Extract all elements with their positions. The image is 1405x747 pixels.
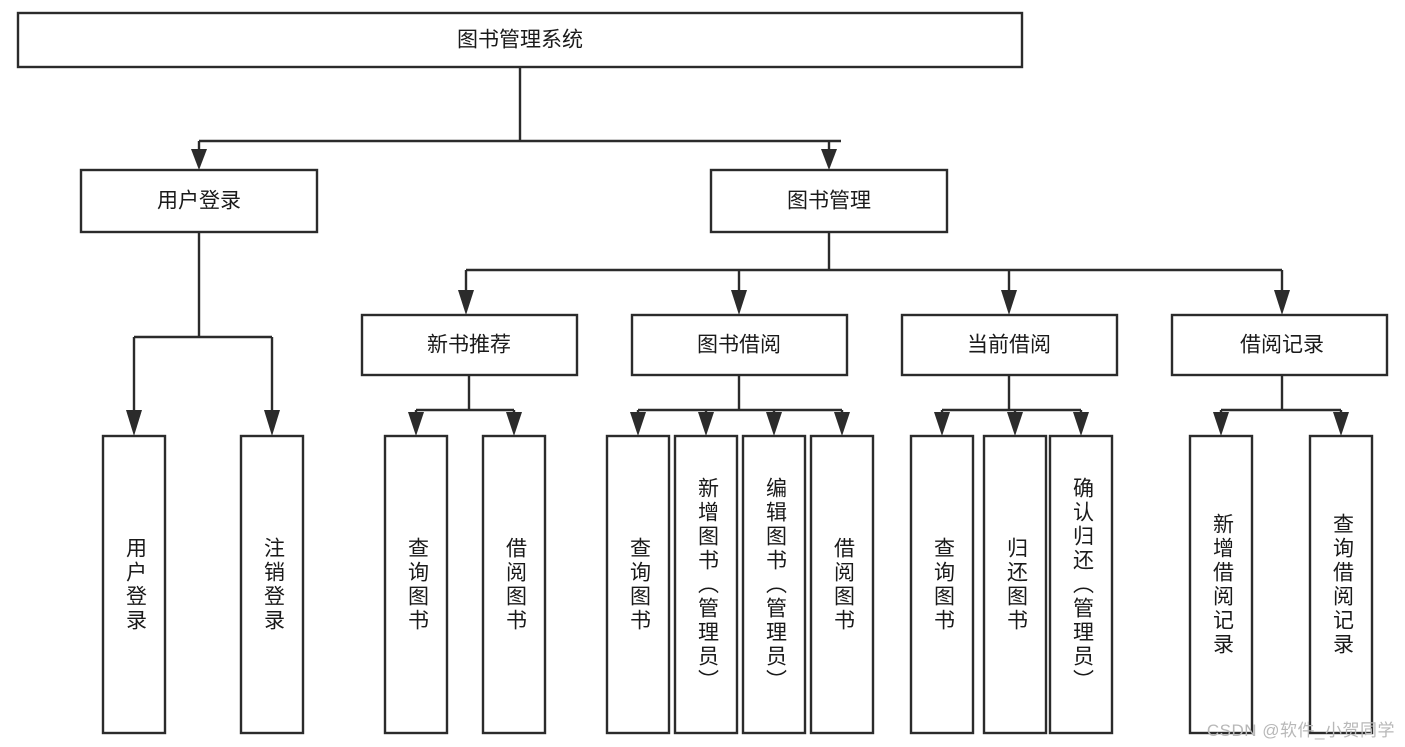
- arrowhead-user-login: [191, 149, 207, 170]
- node-book-borrow[interactable]: 图书借阅: [630, 313, 849, 377]
- node-new-book-recommend-label: 新书推荐: [427, 334, 511, 357]
- node-book-management-box[interactable]: [709, 168, 949, 234]
- leaf-box-user-login[interactable]: [101, 434, 167, 735]
- arrowhead-leaf-add-book: [698, 412, 714, 436]
- arrowhead-leaf-query-book-b: [630, 412, 646, 436]
- connector-layer: [126, 67, 1349, 436]
- arrowhead-leaf-query-book-a: [408, 412, 424, 436]
- arrowhead-leaf-confirm-return: [1073, 412, 1089, 436]
- arrowhead-book-borrow: [731, 290, 747, 315]
- csdn-watermark: CSDN @软件_小贺同学: [1206, 721, 1395, 740]
- node-root-box[interactable]: [16, 11, 1024, 69]
- arrowhead-leaf-logout: [264, 410, 280, 436]
- node-borrow-record-label: 借阅记录: [1240, 334, 1324, 357]
- node-current-borrow-box[interactable]: [900, 313, 1119, 377]
- node-book-borrow-label: 图书借阅: [697, 334, 781, 357]
- leaf-box-query-book-c[interactable]: [909, 434, 975, 735]
- arrowhead-leaf-query-record: [1333, 412, 1349, 436]
- node-book-management-label: 图书管理: [787, 190, 871, 213]
- arrowhead-leaf-edit-book: [766, 412, 782, 436]
- arrowhead-borrow-record: [1274, 290, 1290, 315]
- arrowhead-leaf-borrow-book-a: [506, 412, 522, 436]
- leaf-box-query-record[interactable]: [1308, 434, 1374, 735]
- node-borrow-record-box[interactable]: [1170, 313, 1389, 377]
- arrowhead-book-mgmt: [821, 149, 837, 170]
- leaf-box-logout[interactable]: [239, 434, 305, 735]
- arrowhead-leaf-query-book-c: [934, 412, 950, 436]
- node-root-label: 图书管理系统: [457, 29, 583, 52]
- arrowhead-leaf-return-book: [1007, 412, 1023, 436]
- leaf-box-confirm-return[interactable]: [1048, 434, 1114, 735]
- leaf-box-return-book[interactable]: [982, 434, 1048, 735]
- node-book-borrow-box[interactable]: [630, 313, 849, 377]
- node-current-borrow-label: 当前借阅: [967, 334, 1051, 357]
- node-user-login[interactable]: 用户登录: [79, 168, 319, 234]
- node-user-login-box[interactable]: [79, 168, 319, 234]
- leaf-box-add-record[interactable]: [1188, 434, 1254, 735]
- arrowhead-leaf-add-record: [1213, 412, 1229, 436]
- leaf-box-edit-book[interactable]: [741, 434, 807, 735]
- leaf-box-add-book[interactable]: [673, 434, 739, 735]
- leaf-box-layer: [101, 434, 1374, 735]
- leaf-box-borrow-book-a[interactable]: [481, 434, 547, 735]
- leaf-box-query-book-a[interactable]: [383, 434, 449, 735]
- arrowhead-leaf-user-login: [126, 410, 142, 436]
- node-book-management[interactable]: 图书管理: [709, 168, 949, 234]
- leaf-box-borrow-book-b[interactable]: [809, 434, 875, 735]
- arrowhead-leaf-borrow-book-b: [834, 412, 850, 436]
- leaf-box-query-book-b[interactable]: [605, 434, 671, 735]
- arrowhead-current-borrow: [1001, 290, 1017, 315]
- node-user-login-label: 用户登录: [157, 190, 241, 213]
- node-root[interactable]: 图书管理系统: [16, 11, 1024, 69]
- node-new-book-recommend-box[interactable]: [360, 313, 579, 377]
- arrowhead-new-book-rec: [458, 290, 474, 315]
- node-borrow-record[interactable]: 借阅记录: [1170, 313, 1389, 377]
- node-current-borrow[interactable]: 当前借阅: [900, 313, 1119, 377]
- node-new-book-recommend[interactable]: 新书推荐: [360, 313, 579, 377]
